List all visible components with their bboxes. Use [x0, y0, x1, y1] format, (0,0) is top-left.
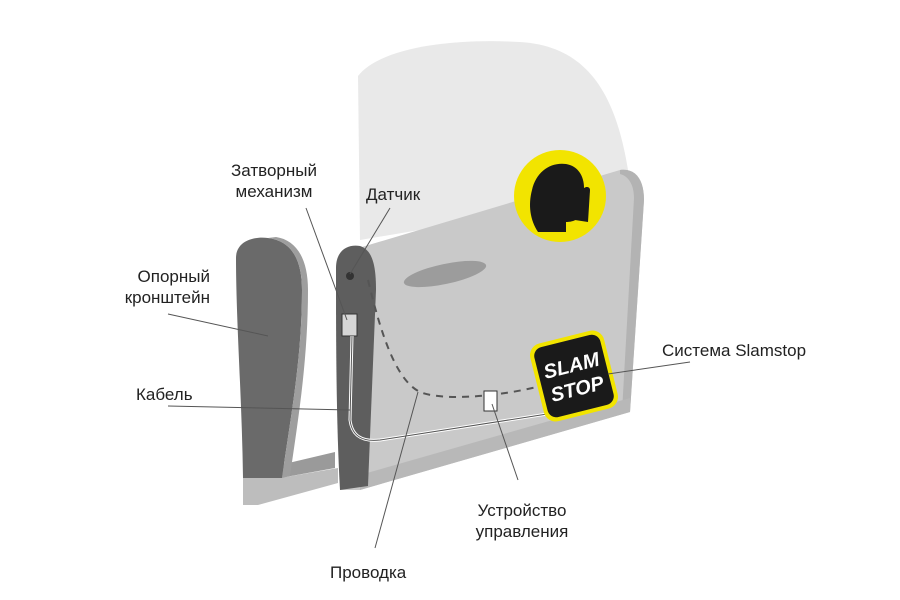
seat-front-post	[336, 245, 376, 490]
bracket-base	[243, 468, 338, 505]
leader-control	[491, 403, 519, 481]
label-cable: Кабель	[136, 385, 193, 404]
support-bracket	[236, 237, 302, 478]
label-bracket-line2: кронштейн	[124, 288, 210, 307]
silence-finger-icon	[514, 150, 606, 242]
sensor-dot	[346, 272, 354, 280]
shutter-mechanism	[341, 313, 358, 337]
leader-system	[607, 361, 691, 375]
label-shutter-line2: механизм	[235, 182, 313, 201]
seat-bottom-edge	[360, 398, 630, 490]
label-wiring: Проводка	[330, 563, 407, 582]
seat-side	[620, 169, 644, 412]
label-slamstop-system: Система Slamstop	[662, 341, 807, 360]
cable-line-core	[349, 335, 561, 441]
leader-shutter	[305, 207, 348, 321]
label-sensor: Датчик	[366, 185, 421, 204]
handle-slot	[403, 260, 487, 288]
label-control-device: Устройство управления	[462, 500, 582, 542]
label-support-bracket: Опорный кронштейн	[60, 266, 210, 308]
leader-cable	[167, 405, 351, 411]
label-bracket-line1: Опорный	[137, 267, 210, 286]
support-bracket-side	[268, 237, 308, 478]
slamstop-badge: SLAM STOP	[529, 330, 619, 422]
control-device	[483, 390, 498, 412]
label-shutter-mechanism: Затворный механизм	[214, 160, 334, 202]
leader-wiring	[374, 391, 419, 549]
leader-lines	[167, 207, 691, 549]
label-control-line1: Устройство	[477, 501, 567, 520]
leader-sensor	[349, 207, 391, 275]
label-control-line2: управления	[475, 522, 569, 541]
bracket-crossbar	[280, 452, 335, 478]
label-shutter-line1: Затворный	[231, 161, 317, 180]
leader-bracket	[167, 313, 269, 337]
